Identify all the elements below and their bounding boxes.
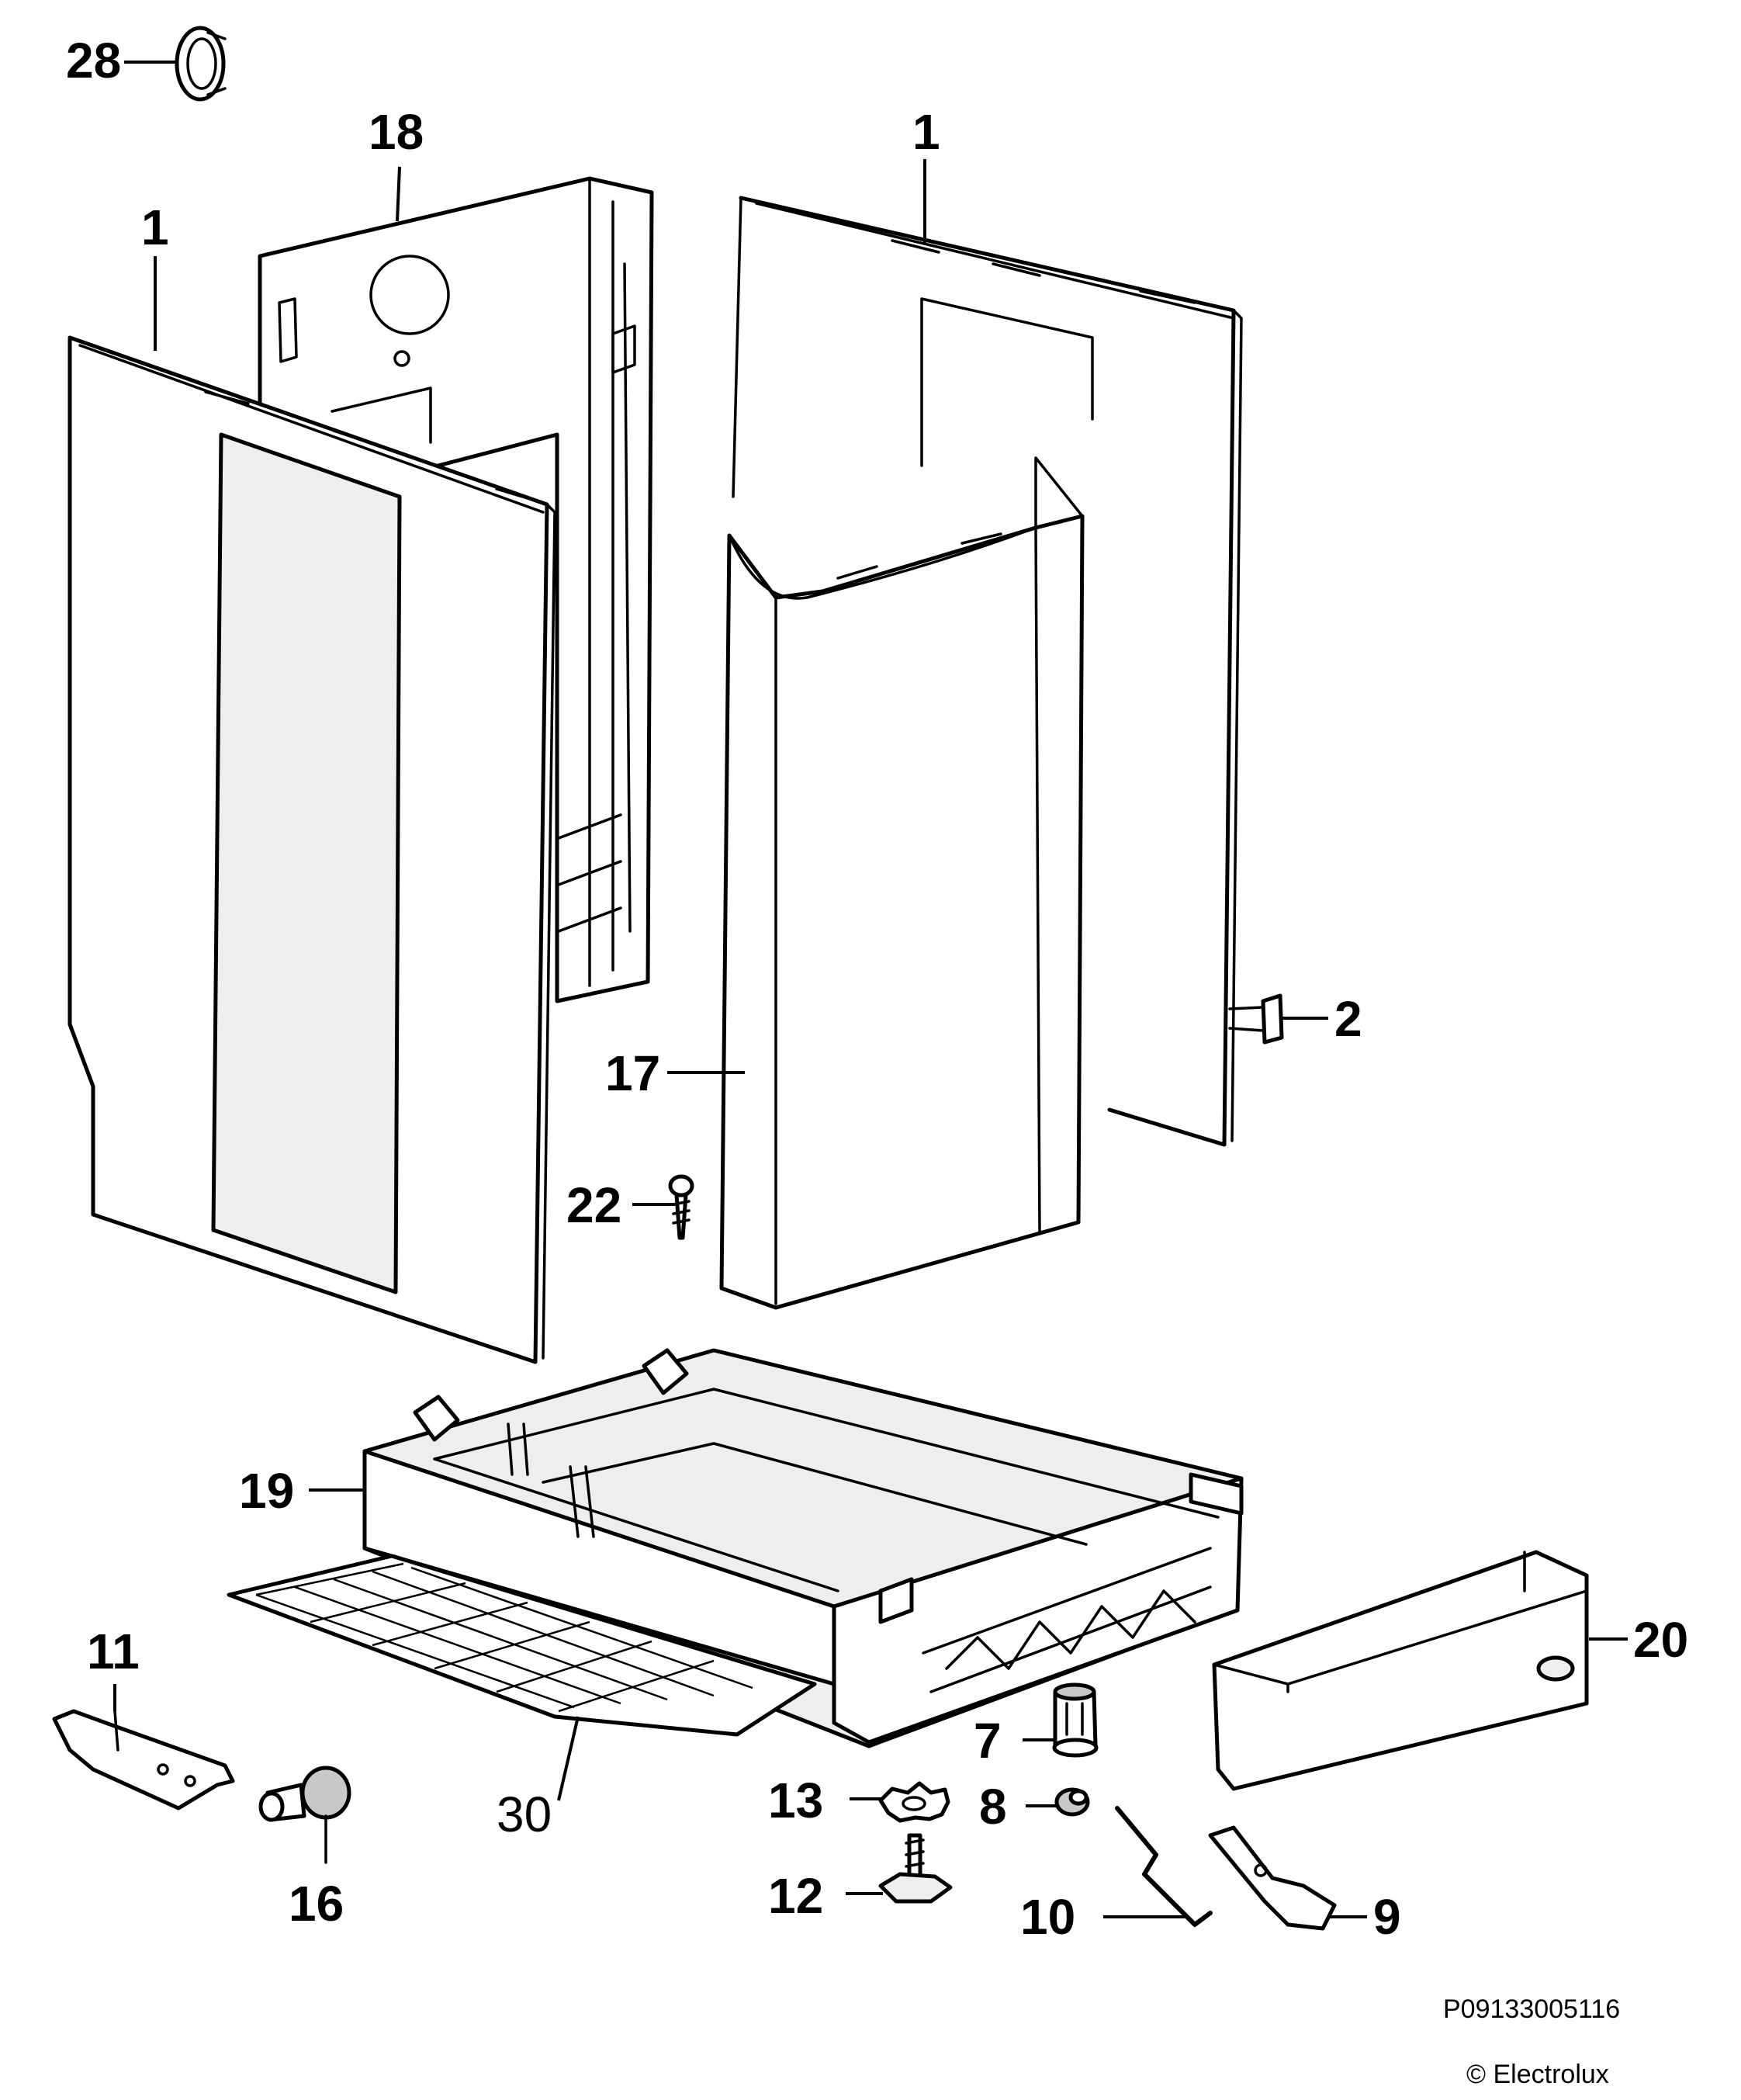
part-16-roller xyxy=(258,1766,351,1864)
callout-12: 12 xyxy=(768,1868,823,1924)
part-28-ring xyxy=(175,26,227,102)
part-12-adjustable-foot xyxy=(878,1833,953,1904)
callout-10: 10 xyxy=(1020,1889,1075,1945)
callout-20: 20 xyxy=(1633,1612,1688,1668)
callout-30: 30 xyxy=(497,1786,552,1842)
callout-1-left: 1 xyxy=(141,199,169,255)
callout-1-top: 1 xyxy=(912,104,940,160)
callout-2: 2 xyxy=(1334,991,1362,1047)
part-17-front-panel xyxy=(719,456,1085,1310)
leader-lines xyxy=(113,61,1628,1918)
part-20-plinth xyxy=(1212,1550,1589,1791)
callout-18: 18 xyxy=(369,104,424,160)
callout-17: 17 xyxy=(605,1045,660,1101)
part-7-bushing xyxy=(1052,1682,1099,1758)
callout-8: 8 xyxy=(979,1779,1007,1835)
copyright-notice: © Electrolux xyxy=(1466,2060,1609,2089)
callout-28: 28 xyxy=(66,33,121,88)
part-18-rear-panel xyxy=(258,176,654,1003)
part-2-clip xyxy=(1228,993,1284,1045)
callout-16: 16 xyxy=(289,1876,344,1932)
part-1-side-panel-left xyxy=(67,335,556,1364)
callout-13: 13 xyxy=(768,1773,823,1828)
part-19-base-frame xyxy=(362,1348,1244,1748)
callout-labels: 28 18 1 1 2 17 22 19 20 11 30 16 7 13 8 … xyxy=(66,33,1688,1945)
part-9-lever xyxy=(1208,1825,1337,1931)
part-22-screw xyxy=(668,1174,694,1240)
part-30-filter-mesh xyxy=(227,1554,817,1737)
part-10-wire-link xyxy=(1115,1806,1213,1927)
callout-9: 9 xyxy=(1373,1889,1401,1945)
callout-22: 22 xyxy=(566,1177,621,1233)
callout-19: 19 xyxy=(239,1463,294,1519)
part-11-bracket xyxy=(52,1709,235,1811)
part-8-cap xyxy=(1054,1787,1090,1817)
callout-11: 11 xyxy=(87,1624,140,1679)
callout-7: 7 xyxy=(974,1713,1002,1769)
drawing-number: P09133005116 xyxy=(1443,1994,1620,2024)
part-13-star-washer xyxy=(878,1781,950,1823)
